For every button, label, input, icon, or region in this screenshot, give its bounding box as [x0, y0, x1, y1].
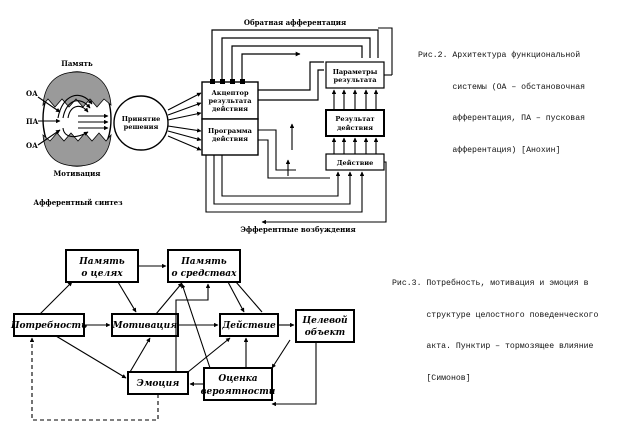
acceptor-label-2: результата: [208, 97, 252, 105]
feedback-label: Обратная афферентация: [244, 18, 346, 27]
probability-label-2: вероятности: [201, 387, 276, 397]
need-label: Потребность: [10, 320, 87, 331]
probability-box: [203, 367, 273, 401]
figure-2-functional-system: Обратная афферентация Память Мотивация А…: [26, 18, 393, 234]
decision-circle: [113, 95, 169, 151]
memory-zigzag: [42, 71, 112, 108]
means-memory-label-2: о средствах: [171, 269, 237, 279]
fig2-caption-line: афферентация) [Анохин]: [418, 145, 561, 155]
efferent-lines: [205, 155, 387, 225]
emotion-label: Эмоция: [137, 379, 180, 389]
target-object-box: [295, 309, 355, 343]
means-memory-box: [167, 249, 241, 283]
decision-label-2: решения: [124, 123, 159, 131]
goal-memory-label-1: Память: [78, 257, 125, 267]
afferent-synthesis-oval: [42, 71, 112, 167]
acceptor-top-markers: [210, 79, 245, 84]
inhibitory-dashed-loop: [29, 337, 159, 421]
program-label-1: Программа: [208, 127, 253, 135]
decision-to-blocks-arrows: [167, 92, 202, 151]
program-label-2: действия: [212, 135, 248, 143]
goal-memory-box: [65, 249, 139, 283]
oa-bottom-label: ОА: [26, 141, 38, 150]
decision-label-1: Принятие: [122, 115, 161, 123]
feedback-lines: [211, 29, 379, 82]
target-label-1: Целевой: [301, 315, 348, 326]
inner-loops: [258, 123, 330, 179]
probability-label-1: Оценка: [218, 374, 257, 384]
fig3-caption-line: структуре целостного поведенческого: [392, 310, 599, 320]
action-label: Действие: [337, 159, 374, 167]
action-label-3: Действие: [221, 320, 276, 331]
figure-3-need-motivation-emotion: Память о целях Память о средствах Потреб…: [10, 249, 355, 421]
acceptor-label-3: действия: [212, 105, 248, 113]
params-block: [325, 61, 385, 89]
target-label-2: объект: [305, 327, 345, 338]
fig3-caption-line: акта. Пунктир – тормозящее влияние: [392, 342, 594, 351]
fig3-caption-line: [Симонов]: [392, 373, 471, 383]
fig3-caption-line: Рис.3. Потребность, мотивация и эмоция в: [392, 279, 589, 288]
program-block: [201, 118, 259, 156]
goal-memory-label-2: о целях: [81, 269, 123, 279]
right-loop: [258, 61, 324, 101]
fig3-caption: Рис.3. Потребность, мотивация и эмоция в…: [392, 258, 598, 395]
result-label-1: Результат: [335, 115, 374, 123]
fig2-caption: Рис.2. Архитектура функциональной систем…: [418, 30, 585, 167]
fig2-caption-line: Рис.2. Архитектура функциональной: [418, 51, 581, 60]
efferent-label: Эфферентные возбуждения: [240, 225, 355, 234]
params-label-1: Параметры: [333, 68, 378, 76]
fig2-caption-line: системы (ОА – обстановочная: [418, 82, 586, 92]
motivation-label-3: Мотивация: [112, 321, 178, 331]
motivation-label: Мотивация: [54, 169, 101, 178]
oa-top-label: ОА: [26, 89, 38, 98]
params-label-2: результата: [333, 76, 377, 84]
memory-label: Память: [61, 59, 93, 68]
acceptor-label-1: Акцептор: [211, 89, 249, 97]
means-memory-label-1: Память: [180, 257, 227, 267]
right-column-arrows: [331, 27, 393, 154]
pa-label: ПА: [26, 117, 39, 126]
fig3-arrows: [39, 263, 317, 407]
motivation-zigzag: [42, 132, 112, 167]
result-label-2: действия: [337, 124, 373, 132]
result-block: [325, 109, 385, 137]
afferent-synthesis-label: Афферентный синтез: [33, 198, 123, 207]
fig2-caption-line: афферентация, ПА – пусковая: [418, 114, 586, 123]
